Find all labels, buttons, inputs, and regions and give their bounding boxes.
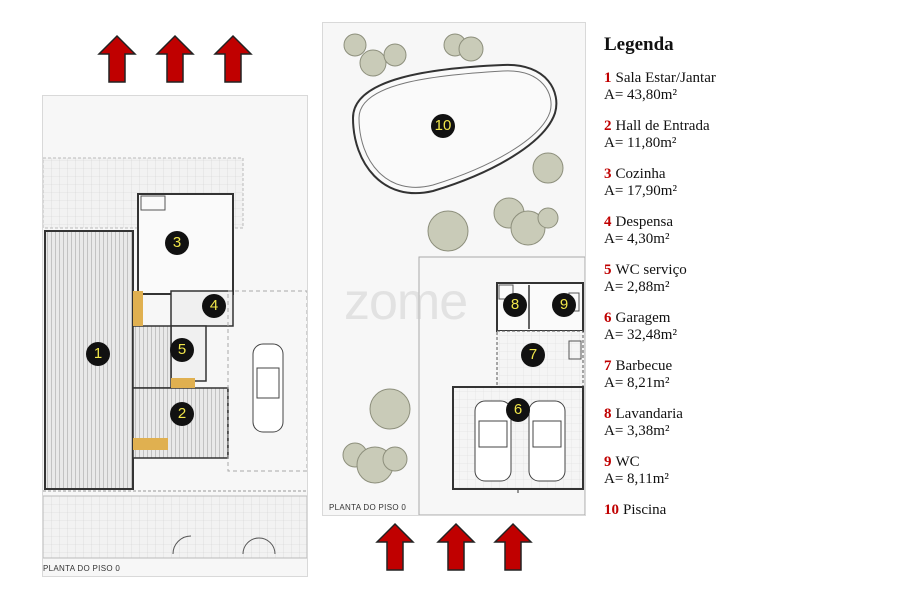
north-arrow-icon bbox=[493, 522, 533, 571]
legend-room-name: WC serviço bbox=[615, 262, 687, 278]
north-arrow-icon bbox=[155, 34, 195, 83]
room-marker-6: 6 bbox=[506, 398, 530, 422]
room-marker-3: 3 bbox=[165, 231, 189, 255]
room-marker-10: 10 bbox=[431, 114, 455, 138]
legend-number: 9 bbox=[604, 454, 612, 470]
legend-number: 8 bbox=[604, 406, 612, 422]
legend-room-area: A= 8,11m² bbox=[604, 471, 669, 487]
legend-room-area: A= 11,80m² bbox=[604, 135, 677, 151]
legend-number: 1 bbox=[604, 70, 612, 86]
legend-number: 10 bbox=[604, 502, 619, 518]
legend-room-area: A= 2,88m² bbox=[604, 279, 670, 295]
legend-room-name: Cozinha bbox=[615, 166, 666, 182]
legend-number: 2 bbox=[604, 118, 612, 134]
watermark-logo: zome bbox=[344, 273, 468, 331]
legend-room-name: Garagem bbox=[615, 310, 671, 326]
legend-room-area: A= 3,38m² bbox=[604, 423, 670, 439]
north-arrow-icon bbox=[213, 34, 253, 83]
legend-room-area: A= 32,48m² bbox=[604, 327, 677, 343]
legend-room-area: A= 4,30m² bbox=[604, 231, 670, 247]
legend-room-name: Piscina bbox=[623, 502, 667, 518]
plan-caption-left: PLANTA DO PISO 0 bbox=[43, 564, 121, 573]
north-arrow-icon bbox=[97, 34, 137, 83]
legend-number: 3 bbox=[604, 166, 612, 182]
legend-number: 4 bbox=[604, 214, 612, 230]
room-marker-2: 2 bbox=[170, 402, 194, 426]
legend-room-name: Sala Estar/Jantar bbox=[615, 70, 716, 86]
room-marker-4: 4 bbox=[202, 294, 226, 318]
floor-plan-left-drawing bbox=[43, 157, 307, 559]
legend-room-name: Lavandaria bbox=[615, 406, 683, 422]
north-arrow-icon bbox=[436, 522, 476, 571]
legend-room-name: WC bbox=[615, 454, 640, 470]
legend-room-area: A= 43,80m² bbox=[604, 87, 677, 103]
floor-plan-left: 1 2 3 4 5 PLANTA DO PISO 0 bbox=[42, 95, 308, 577]
room-marker-5: 5 bbox=[170, 338, 194, 362]
legend-room-area: A= 8,21m² bbox=[604, 375, 670, 391]
legend-number: 5 bbox=[604, 262, 612, 278]
legend-number: 7 bbox=[604, 358, 612, 374]
room-marker-9: 9 bbox=[552, 293, 576, 317]
floor-plan-right: 10 8 9 7 6 PLANTA DO PISO 0 bbox=[322, 22, 586, 516]
room-marker-1: 1 bbox=[86, 342, 110, 366]
legend-room-name: Despensa bbox=[615, 214, 673, 230]
legend-number: 6 bbox=[604, 310, 612, 326]
room-marker-8: 8 bbox=[503, 293, 527, 317]
legend-room-name: Barbecue bbox=[615, 358, 673, 374]
plan-caption-right: PLANTA DO PISO 0 bbox=[329, 503, 407, 512]
room-marker-7: 7 bbox=[521, 343, 545, 367]
legend-room-area: A= 17,90m² bbox=[604, 183, 677, 199]
floor-plan-right-drawing bbox=[342, 33, 585, 515]
north-arrow-icon bbox=[375, 522, 415, 571]
legend-room-name: Hall de Entrada bbox=[615, 118, 710, 134]
legend-title: Legenda bbox=[604, 34, 674, 55]
